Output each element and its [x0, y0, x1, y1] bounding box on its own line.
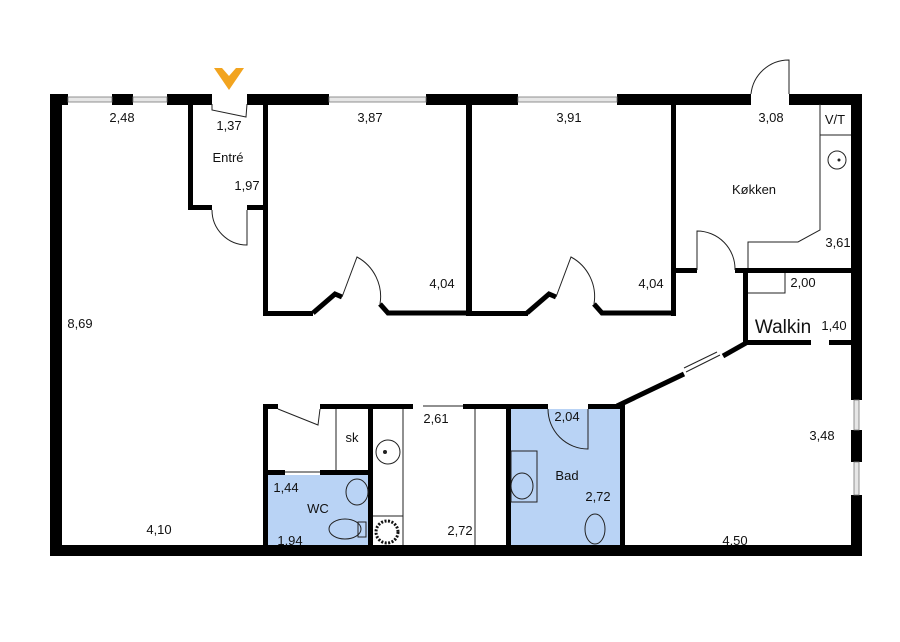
label-bedroom1-depth: 4,04: [429, 276, 454, 291]
label-utility-depth: 2,72: [447, 523, 472, 538]
wc-floor: [268, 475, 368, 545]
label-wc-depth: 1,94: [277, 533, 302, 548]
windows: [67, 96, 860, 496]
label-bath-width: 2,04: [554, 409, 579, 424]
label-bedroom3-depth: 3,48: [809, 428, 834, 443]
toilet-icon: [328, 518, 362, 540]
toilet-icon: [584, 513, 606, 545]
label-entry-width: 1,37: [216, 118, 241, 133]
label-bedroom2-width: 3,91: [556, 110, 581, 125]
label-bedroom1-width: 3,87: [357, 110, 382, 125]
label-living-length: 8,69: [67, 316, 92, 331]
sink-icon: [827, 150, 847, 170]
doors-and-fixtures: [211, 59, 851, 545]
label-bath-name: Bad: [555, 468, 578, 483]
label-wc-name: WC: [307, 501, 329, 516]
label-kitchen-width: 3,08: [758, 110, 783, 125]
label-entry-depth: 1,97: [234, 178, 259, 193]
washbasin-icon: [510, 472, 534, 500]
label-walkin-name: Walkin: [755, 317, 811, 338]
label-entry-name: Entré: [212, 150, 243, 165]
label-walkin-width: 2,00: [790, 275, 815, 290]
label-bedroom2-depth: 4,04: [638, 276, 663, 291]
label-kitchen-appliance: V/T: [825, 112, 845, 127]
bath-floor: [511, 409, 620, 545]
label-wc-width: 1,44: [273, 480, 298, 495]
label-bedroom3-width: 4,50: [722, 533, 747, 548]
label-utility-width: 2,61: [423, 411, 448, 426]
inner-walls: [188, 104, 851, 549]
outer-walls: [50, 94, 862, 556]
washbasin-icon: [345, 478, 369, 506]
labels: 2,48 8,69 4,10 1,37 Entré 1,97 3,87 4,04…: [67, 110, 850, 548]
chevron-down-icon: [214, 68, 244, 90]
label-kitchen-depth: 3,61: [825, 235, 850, 250]
label-living-width: 2,48: [109, 110, 134, 125]
label-living-bottom: 4,10: [146, 522, 171, 537]
drain-icon: [374, 519, 400, 545]
label-bath-depth: 2,72: [585, 489, 610, 504]
label-closet-name: sk: [346, 430, 360, 445]
label-kitchen-name: Køkken: [732, 182, 776, 197]
label-walkin-depth: 1,40: [821, 318, 846, 333]
sink-icon: [375, 439, 401, 465]
